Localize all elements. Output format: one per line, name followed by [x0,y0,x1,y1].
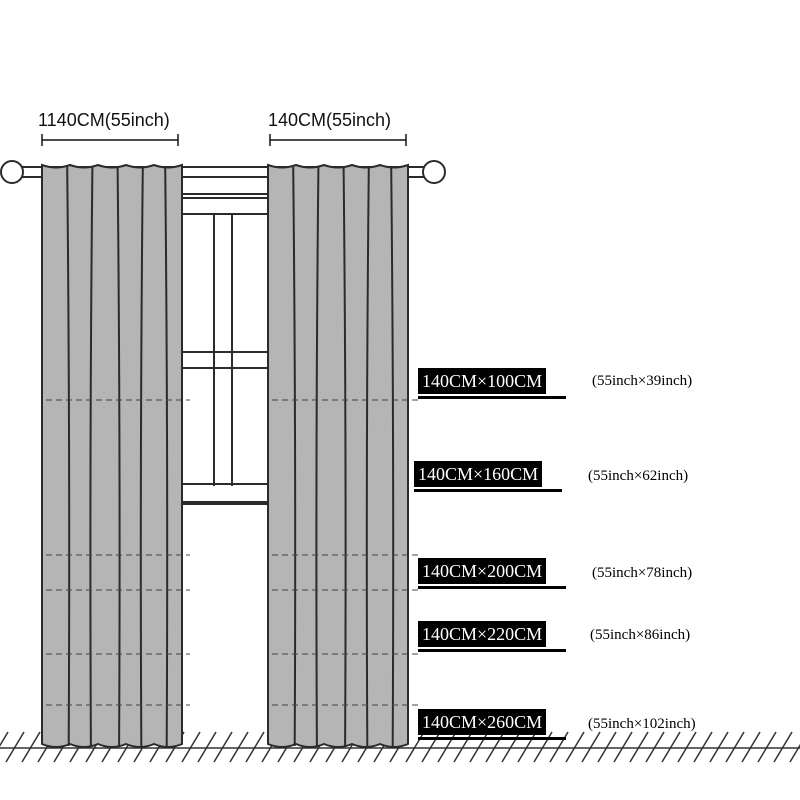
curtain-fold-line [66,166,71,747]
width-label-left: 1140CM(55inch) [38,110,170,130]
floor-hatch-line [565,731,585,763]
curtain-fold-line [139,166,144,747]
floor-hatch-line [581,731,601,763]
length-marker-lines [46,399,418,706]
floor-hatch-line [757,731,777,763]
floor-hatch-line [725,731,745,763]
floor-hatch-line [629,731,649,763]
floor-hatch-line [245,731,265,763]
floor-hatch-line [597,731,617,763]
curtain-fold-line [390,166,395,747]
floor-hatch-line [789,743,800,763]
curtain-fold-line [292,166,297,747]
size-imperial-2: (55inch×62inch) [588,468,689,484]
size-badge-2: 140CM×160CM [414,461,543,487]
size-imperial-4: (55inch×86inch) [590,627,691,643]
curtain-fold-line [342,166,347,747]
floor-hatch-line [741,731,761,763]
floor-hatch-line [773,731,793,763]
floor-hatch-line [21,731,41,763]
size-underline-5 [418,737,566,740]
size-underline-4 [418,649,566,652]
floor-hatch-line [197,731,217,763]
left-curtain-panel [41,163,183,748]
curtain-fold-line [315,166,320,747]
floor-hatch-line [5,731,25,763]
size-underline-1 [418,396,566,399]
width-label-right: 140CM(55inch) [268,110,391,130]
floor-hatch-line [661,731,681,763]
floor-hatch-line [213,731,233,763]
floor-hatch-line [229,731,249,763]
floor-hatch-line [181,731,201,763]
size-badge-5: 140CM×260CM [418,709,547,735]
floor-hatch-line [677,731,697,763]
size-imperial-3: (55inch×78inch) [592,565,693,581]
size-badge-1: 140CM×100CM [418,368,547,394]
curtain-fold-line [164,166,169,747]
window-frame [181,175,269,505]
floor-hatch-line [613,731,633,763]
floor-hatch-line [693,731,713,763]
curtain-rod [0,160,446,184]
floor-hatch-line [0,731,9,747]
floor-hatch-line [645,731,665,763]
size-underline-3 [418,586,566,589]
size-underline-2 [414,489,562,492]
curtain-fold-line [116,166,121,747]
size-badge-3: 140CM×200CM [418,558,547,584]
width-dimension-right [269,134,407,146]
size-imperial-5: (55inch×102inch) [588,716,696,732]
size-badge-4: 140CM×220CM [418,621,547,647]
curtain-fold-line [365,166,370,747]
width-dimension-left [41,134,179,146]
right-curtain-panel [267,163,409,748]
size-imperial-1: (55inch×39inch) [592,373,693,389]
floor-hatch-line [709,731,729,763]
curtain-fold-line [89,166,94,747]
